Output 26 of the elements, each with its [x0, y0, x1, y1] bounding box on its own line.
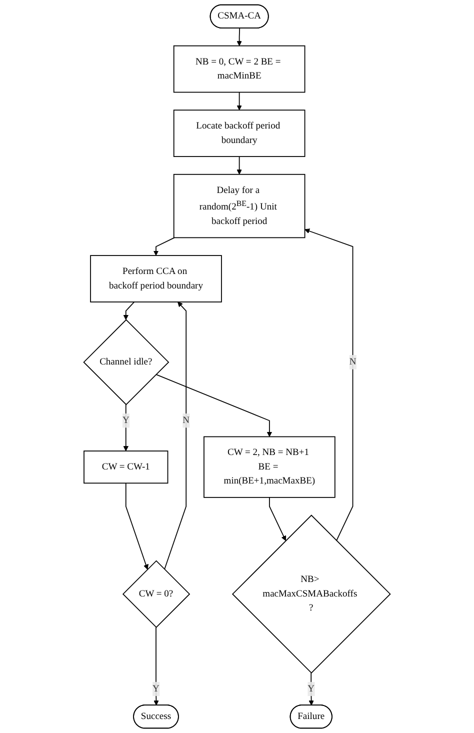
- edge-label: N: [182, 415, 190, 426]
- arrow: [156, 374, 272, 437]
- arrow: [153, 237, 175, 256]
- arrow: [123, 404, 128, 452]
- arrow: [236, 28, 242, 46]
- node-box: [173, 110, 306, 157]
- node-box: [173, 45, 306, 93]
- node-box: [204, 436, 336, 498]
- arrow: [304, 228, 354, 542]
- edge-label: Y: [308, 684, 315, 694]
- node-box: [90, 255, 222, 302]
- arrow: [123, 302, 135, 320]
- arrow: [236, 156, 242, 175]
- arrow: [164, 302, 187, 570]
- node-box: [173, 174, 306, 238]
- node-box: [84, 450, 168, 484]
- node-diamond: [232, 514, 391, 674]
- arrow: [269, 496, 286, 541]
- edge-label: Y: [152, 684, 160, 694]
- node-diamond: [122, 560, 190, 628]
- arrow: [125, 482, 148, 570]
- arrow: [236, 92, 242, 110]
- arrow: [154, 626, 159, 706]
- edge-label: Y: [122, 415, 130, 426]
- node-diamond: [83, 319, 170, 406]
- edge-label: N: [349, 356, 356, 367]
